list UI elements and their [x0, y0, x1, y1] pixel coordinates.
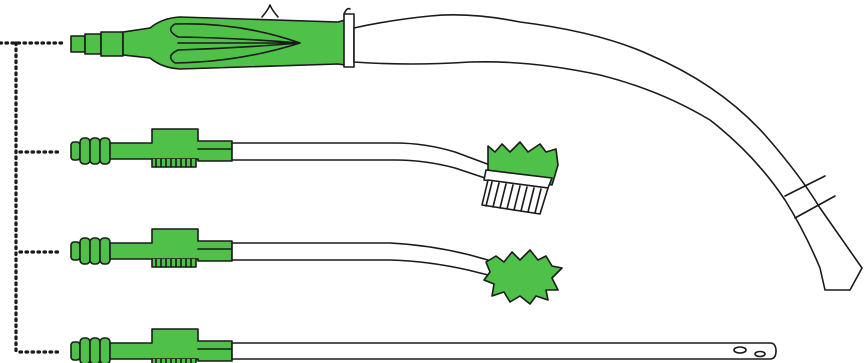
- brush-bristles: [481, 179, 549, 215]
- thumb-port: [261, 4, 279, 18]
- sponge-head: [483, 249, 563, 305]
- swab-shaft: [231, 242, 496, 277]
- suction-catheter-icon: [70, 328, 777, 363]
- yankauer-suction-handle-icon: [70, 4, 863, 291]
- curved-tube: [353, 14, 863, 291]
- connector-stub: [84, 33, 102, 55]
- handle-collar: [343, 13, 355, 68]
- suction-sponge-swab-icon: [70, 228, 563, 305]
- suction-toothbrush-icon: [70, 128, 559, 215]
- connector-stub: [70, 35, 86, 53]
- dotted-connector-icon: [0, 41, 64, 354]
- catheter-eyelet: [754, 350, 766, 358]
- catheter-shaft: [231, 342, 777, 360]
- brush-head: [487, 141, 559, 186]
- catheter-eyelet: [733, 346, 747, 354]
- brush-shaft: [231, 142, 491, 179]
- connector-stub: [100, 31, 124, 57]
- grip-lines: [169, 23, 301, 64]
